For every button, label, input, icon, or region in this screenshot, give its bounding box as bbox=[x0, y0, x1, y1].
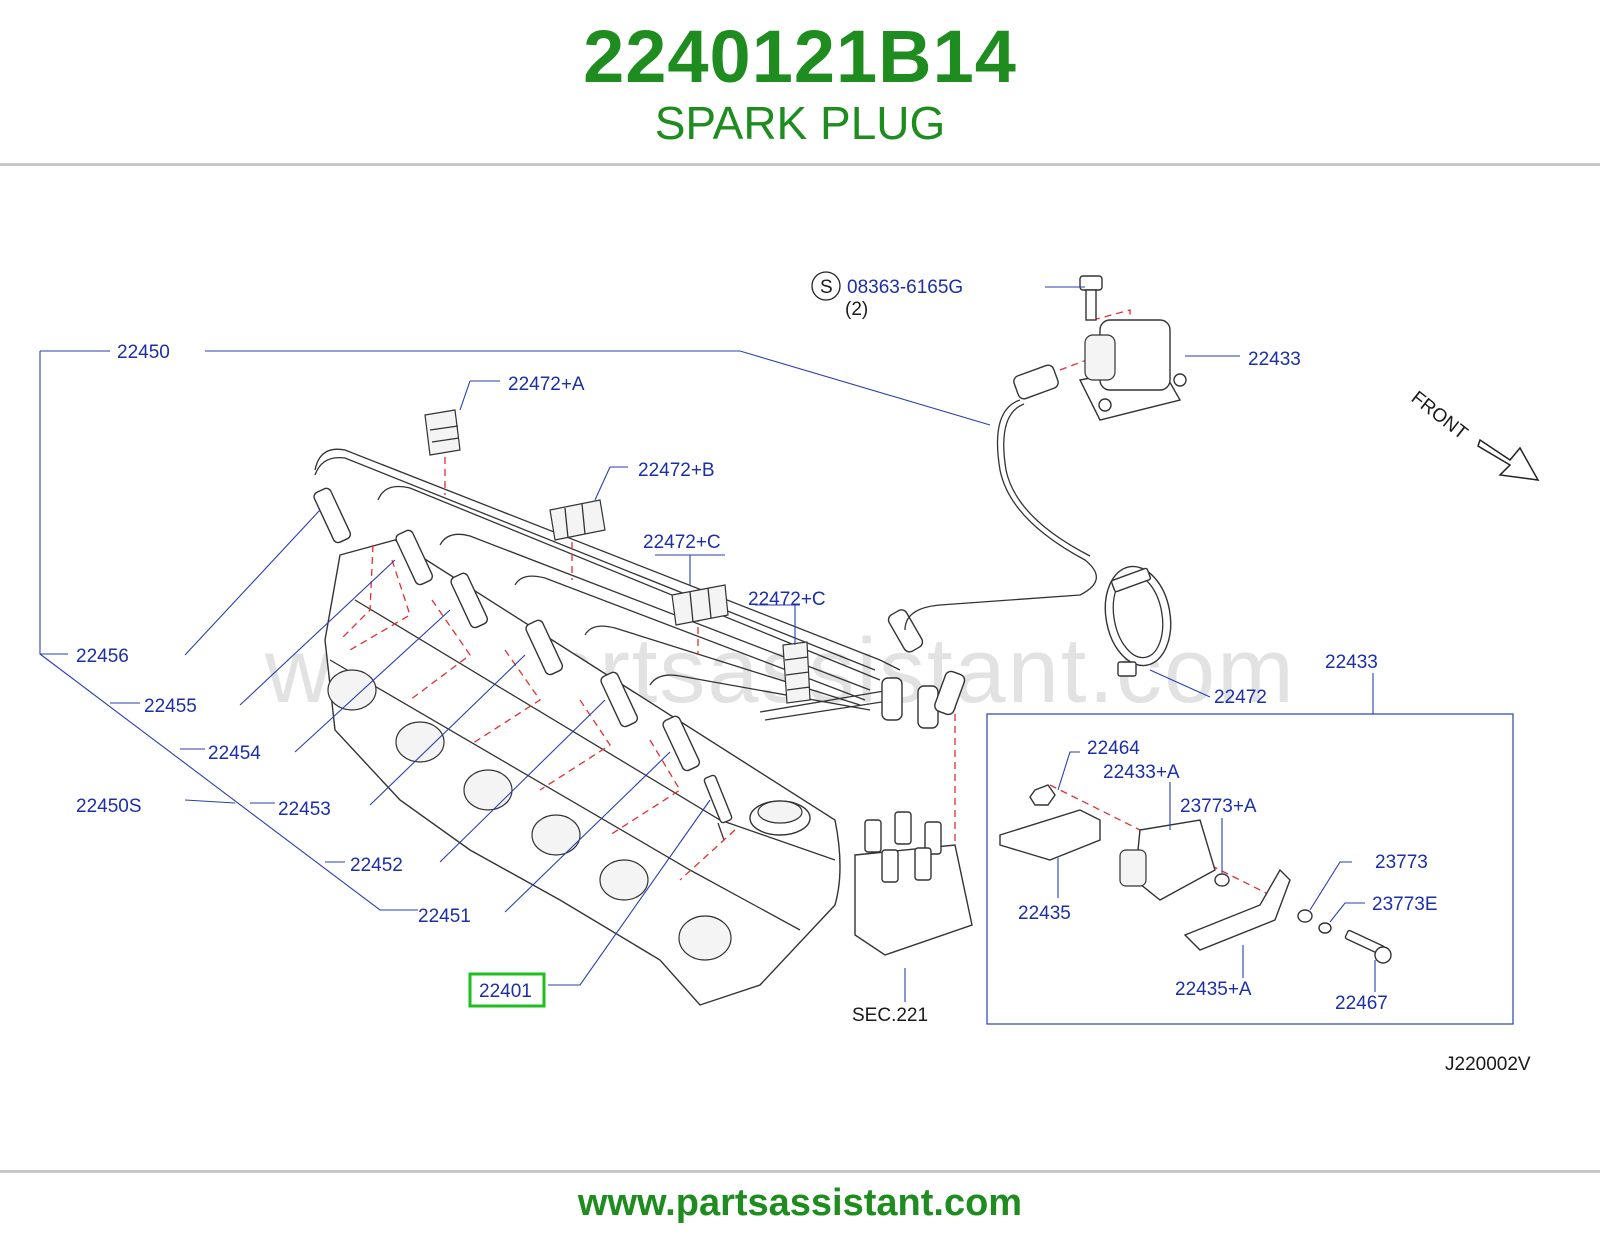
coil-assembly-detail-parts bbox=[999, 784, 1392, 964]
distributor-cap-illustration bbox=[854, 811, 973, 956]
label-bracket[interactable]: 22435 bbox=[1018, 903, 1071, 924]
clamp-ring-illustration bbox=[1104, 565, 1172, 677]
label-clamp[interactable]: 22472 bbox=[1214, 687, 1267, 708]
label-coil-box[interactable]: 22433 bbox=[1325, 652, 1378, 673]
screw-illustration bbox=[1079, 275, 1103, 321]
engine-manifold-illustration bbox=[324, 539, 841, 1006]
spark-plug-illustration bbox=[703, 774, 733, 841]
coil-assembly-detail-box bbox=[986, 713, 1514, 1025]
highlight-box-spark-plug bbox=[468, 972, 546, 1008]
label-clamp-b[interactable]: 22472+B bbox=[638, 460, 715, 481]
label-bracket-a[interactable]: 22435+A bbox=[1175, 979, 1252, 1000]
label-wire-3[interactable]: 22453 bbox=[278, 799, 331, 820]
page-header: 2240121B14 SPARK PLUG bbox=[0, 0, 1600, 168]
label-nut[interactable]: 22464 bbox=[1087, 738, 1140, 759]
label-washer-e[interactable]: 23773E bbox=[1372, 894, 1438, 915]
figure-code: J220002V bbox=[1445, 1054, 1531, 1075]
spark-plug-boots bbox=[313, 487, 701, 772]
distributor-wire-boots bbox=[881, 609, 966, 729]
part-number-title: 2240121B14 bbox=[583, 15, 1017, 98]
header-divider bbox=[0, 163, 1600, 166]
label-clamp-c1[interactable]: 22472+C bbox=[643, 532, 721, 553]
label-washer[interactable]: 23773 bbox=[1375, 852, 1428, 873]
coil-lead-wire bbox=[904, 399, 1097, 631]
wire-clamp-a bbox=[424, 409, 461, 456]
part-labels: S 08363-6165G (2) 22433 22450 22472+A 22… bbox=[76, 271, 1531, 1075]
wire-clamp-c1 bbox=[671, 584, 729, 626]
label-washer-a[interactable]: 23773+A bbox=[1180, 796, 1257, 817]
ignition-coil-top-illustration bbox=[1078, 319, 1187, 421]
label-coil-a[interactable]: 22433+A bbox=[1103, 762, 1180, 783]
footer-divider bbox=[0, 1170, 1600, 1173]
wire-clamp-c2 bbox=[782, 641, 811, 704]
manifold-ports bbox=[327, 669, 732, 961]
screw-symbol-letter: S bbox=[820, 277, 833, 298]
label-bolt[interactable]: 22467 bbox=[1335, 993, 1388, 1014]
coil-lead-wire-inner bbox=[1003, 403, 1091, 557]
label-wire-5[interactable]: 22455 bbox=[144, 696, 197, 717]
label-spark-plug[interactable]: 22401 bbox=[479, 981, 532, 1002]
label-cable-set[interactable]: 22450 bbox=[117, 342, 170, 363]
label-wire-1[interactable]: 22451 bbox=[418, 906, 471, 927]
coil-lead-boot bbox=[1013, 364, 1059, 400]
front-arrow-icon bbox=[1477, 438, 1540, 481]
front-direction-indicator: FRONT bbox=[1407, 387, 1540, 481]
front-label: FRONT bbox=[1407, 387, 1472, 444]
label-distributor[interactable]: SEC.221 bbox=[852, 1005, 928, 1026]
label-wire-4[interactable]: 22454 bbox=[208, 743, 261, 764]
label-cable-set-s[interactable]: 22450S bbox=[76, 796, 142, 817]
label-wire-6[interactable]: 22456 bbox=[76, 646, 129, 667]
wire-clamp-b bbox=[549, 499, 606, 541]
screw-symbol-icon bbox=[811, 271, 841, 301]
label-screw-part[interactable]: 08363-6165G bbox=[847, 277, 963, 298]
footer-website-link[interactable]: www.partsassistant.com bbox=[577, 1182, 1023, 1224]
label-clamp-a[interactable]: 22472+A bbox=[508, 374, 585, 395]
label-wire-2[interactable]: 22452 bbox=[350, 855, 403, 876]
leader-lines bbox=[39, 286, 1376, 1002]
spark-plug-wires bbox=[314, 448, 901, 721]
oil-filler-cap bbox=[749, 800, 811, 836]
label-coil-top[interactable]: 22433 bbox=[1248, 349, 1301, 370]
label-screw-qty: (2) bbox=[845, 299, 868, 320]
part-name-subtitle: SPARK PLUG bbox=[654, 97, 946, 149]
label-clamp-c2[interactable]: 22472+C bbox=[748, 589, 826, 610]
